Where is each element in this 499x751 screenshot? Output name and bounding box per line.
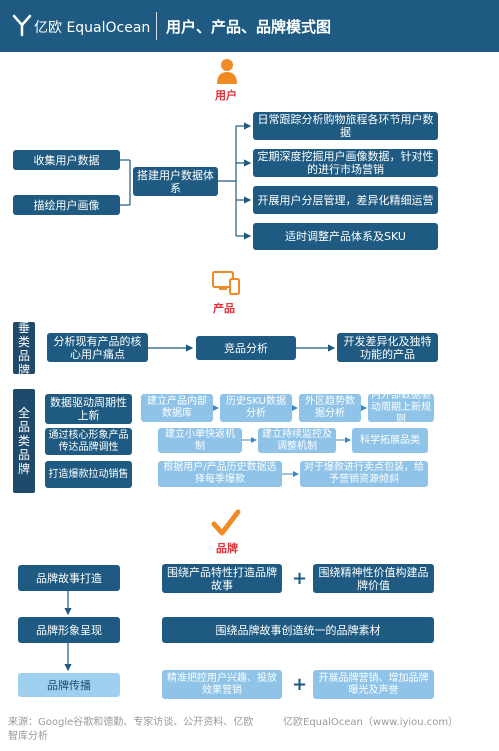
collect-user-data-box: 收集用户数据: [13, 150, 120, 170]
vertical-step-2: 竞品分析: [196, 336, 296, 360]
full-category-label: 全品类品牌: [13, 389, 35, 493]
full-row1-item-3: 外区趋势数据分析: [299, 394, 361, 422]
full-row3-head: 打造爆款拉动销售: [45, 461, 132, 488]
header-divider: [156, 12, 157, 40]
credit-note: 亿欧EqualOcean（www.iyiou.com）: [283, 717, 459, 728]
product-section-label: 产品: [213, 302, 235, 315]
full-row1-item-4: 内外部数据驱动周期上新规则: [368, 394, 434, 422]
full-row2-item-1: 建立小单快返机制: [158, 428, 242, 453]
source-note: 来源：Google谷歌和德勤、专家访谈、公开资料、亿欧智库分析: [8, 717, 254, 742]
full-row3-item-2: 对于爆款进行卖点包装，给予营销资源倾斜: [300, 461, 428, 487]
full-row3-item-1: 根据用户/产品历史数据选择每季爆款: [158, 461, 282, 487]
full-row2-item-2: 建立持续监控及调整机制: [258, 428, 336, 453]
full-row1-item-1: 建立产品内部数据库: [141, 394, 213, 422]
brand-row1-item-2: 围绕精神性价值构建品牌价值: [313, 564, 434, 593]
equalocean-logo-icon: [12, 14, 32, 37]
brand-row2: 围绕品牌故事创造统一的品牌素材: [162, 617, 434, 643]
brand-section-label: 品牌: [216, 542, 238, 555]
devices-icon: [212, 271, 240, 295]
brand-row3-item-2: 开展品牌营销、增加品牌曝光及声誉: [313, 670, 434, 699]
user-output-1: 日常跟踪分析购物旅程各环节用户数据: [253, 112, 438, 140]
checkmark-icon: [211, 509, 241, 536]
logo-text: 亿欧 EqualOcean: [34, 20, 151, 36]
user-data-system-box: 搭建用户数据体系: [133, 167, 218, 196]
vertical-step-1: 分析现有产品的核心用户痛点: [47, 333, 148, 362]
brand-step-1: 品牌故事打造: [18, 565, 120, 591]
user-section-label: 用户: [215, 89, 237, 102]
user-output-2: 定期深度挖掘用户画像数据，针对性的进行市场营销: [253, 149, 438, 177]
user-portrait-box: 描绘用户画像: [13, 195, 120, 215]
user-output-3: 开展用户分层管理，差异化精细运营: [253, 186, 438, 214]
user-output-4: 适时调整产品体系及SKU: [253, 223, 438, 250]
full-row2-item-3: 科学拓展品类: [352, 428, 428, 453]
brand-row1-item-1: 围绕产品特性打造品牌故事: [162, 564, 282, 593]
header-bar: 亿欧 EqualOcean 用户、产品、品牌模式图: [0, 0, 499, 52]
brand-step-3: 品牌传播: [18, 673, 120, 697]
user-icon: [217, 59, 237, 84]
plus-icon: +: [292, 568, 308, 589]
brand-step-2: 品牌形象呈现: [18, 617, 120, 643]
brand-row3-item-1: 精准把控用户兴趣、投放效果营销: [162, 670, 282, 699]
page-title: 用户、产品、品牌模式图: [166, 18, 332, 36]
plus-icon: +: [292, 674, 308, 695]
vertical-step-3: 开发差异化及独特功能的产品: [337, 333, 438, 362]
full-row2-head: 通过核心形象产品传达品牌调性: [45, 428, 132, 455]
full-row1-head: 数据驱动周期性上新: [45, 394, 132, 424]
full-row1-item-2: 历史SKU数据分析: [220, 394, 292, 422]
vertical-brand-label: 垂类品牌: [13, 321, 35, 377]
